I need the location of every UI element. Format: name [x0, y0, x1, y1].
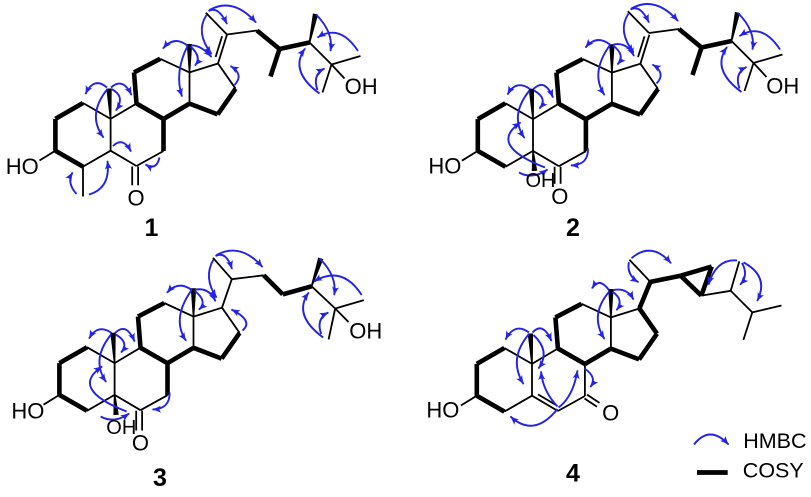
svg-text:COSY: COSY	[743, 458, 804, 482]
svg-text:OH: OH	[526, 170, 556, 192]
svg-text:HO: HO	[426, 398, 459, 423]
svg-text:HMBC: HMBC	[743, 429, 806, 453]
svg-text:O: O	[132, 431, 149, 456]
svg-text:4: 4	[566, 460, 580, 488]
svg-text:OH: OH	[766, 73, 799, 98]
svg-text:2: 2	[566, 214, 580, 242]
svg-text:HO: HO	[428, 154, 461, 179]
svg-text:O: O	[551, 184, 568, 209]
svg-text:HO: HO	[6, 154, 39, 179]
svg-text:OH: OH	[349, 318, 382, 343]
svg-text:HO: HO	[11, 398, 44, 423]
svg-text:O: O	[127, 185, 144, 210]
svg-text:OH: OH	[345, 74, 378, 99]
svg-text:1: 1	[145, 214, 159, 242]
svg-text:3: 3	[153, 464, 167, 492]
svg-text:O: O	[602, 401, 619, 426]
svg-text:OH: OH	[106, 417, 136, 439]
